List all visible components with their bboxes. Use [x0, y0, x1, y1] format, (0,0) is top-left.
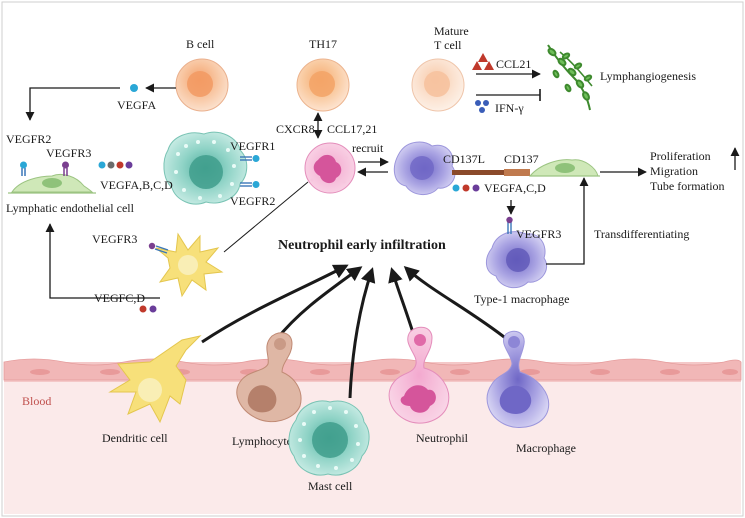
dendritic-cell-middle	[148, 232, 224, 298]
vegfa-bcd-dots-icon	[98, 161, 133, 169]
infiltration-arrow-lymphocyte	[274, 266, 363, 341]
vegfa-cd-label: VEGFA,C,D	[484, 181, 546, 195]
vegfc-d-dots-icon	[139, 305, 157, 313]
neutrophil-label: Neutrophil	[416, 431, 469, 445]
macrophage-cd137l	[393, 141, 456, 195]
migration-label: Migration	[650, 164, 698, 178]
infiltration-arrow-mast	[348, 267, 376, 399]
lymphocyte-bottom	[236, 332, 302, 422]
ccl21-label: CCL21	[496, 57, 531, 71]
b-cell-label: B cell	[186, 37, 215, 51]
ifn-gamma-dots-icon	[475, 100, 489, 113]
blood-label: Blood	[22, 394, 51, 408]
vegfr1-mast-label: VEGFR1	[230, 139, 275, 153]
mast-cell-bottom	[288, 400, 370, 476]
vegfa-top-label: VEGFA	[117, 98, 156, 112]
macrophage-label: Macrophage	[516, 441, 576, 455]
vegfa-to-endothelial-arrow	[25, 87, 120, 121]
mature-t-cell-label-1: Mature	[434, 24, 469, 38]
recruit-label: recruit	[352, 141, 384, 155]
vegfr3-dc-label: VEGFR3	[92, 232, 137, 246]
vegfcd-to-endothelial-arrow	[45, 223, 160, 299]
lymphatic-vessel-icon	[547, 44, 593, 111]
dendritic-cell-label: Dendritic cell	[102, 431, 168, 445]
b-cell: B cell	[175, 37, 229, 112]
neutrophil-dc-line	[223, 181, 309, 253]
mast-cell-upper	[163, 131, 260, 205]
mast-cell-label: Mast cell	[308, 479, 353, 493]
cd137-binding-icon	[452, 169, 530, 176]
vegfr3-mac-label: VEGFR3	[516, 227, 561, 241]
ccl17-21-label: CCL17,21	[327, 122, 377, 136]
neutrophil-bottom	[388, 326, 450, 424]
lymphocyte-label: Lymphocyte	[232, 434, 292, 448]
lymphatic-endothelial-cell-label: Lymphatic endothelial cell	[6, 201, 135, 215]
macrophage-bottom	[486, 330, 550, 428]
transdifferentiating-label: Transdifferentiating	[594, 227, 689, 241]
vegfa-cd-dots-icon	[452, 184, 480, 192]
vegfr3-left-label: VEGFR3	[46, 146, 91, 160]
vegfr2-left-label: VEGFR2	[6, 132, 51, 146]
dendritic-cell-bottom	[108, 335, 202, 424]
lymphangiogenesis-label: Lymphangiogenesis	[600, 69, 696, 83]
transdifferentiating-arrow	[546, 177, 589, 265]
tube-formation-label: Tube formation	[650, 179, 725, 193]
lymphatic-endothelial-cell	[8, 161, 96, 194]
ccl21-triangles-icon	[472, 53, 494, 70]
infiltration-arrow-dc	[201, 264, 349, 344]
vegfr2-mast-label: VEGFR2	[230, 194, 275, 208]
endothelial-cell-right	[528, 159, 600, 177]
proliferation-label: Proliferation	[650, 149, 711, 163]
cd137l-label: CD137L	[443, 152, 485, 166]
mature-t-cell-label-2: T cell	[434, 38, 462, 52]
vegfa-dot-icon	[130, 84, 138, 92]
vegfa-bcd-label: VEGFA,B,C,D	[100, 178, 173, 192]
th17-cell: TH17	[296, 37, 350, 112]
infiltration-arrow-macrophage	[403, 265, 509, 342]
type1-macrophage	[486, 216, 548, 289]
cxcr8-label: CXCR8	[276, 122, 315, 136]
th17-label: TH17	[309, 37, 337, 51]
type1-macrophage-label: Type-1 macrophage	[474, 292, 569, 306]
infiltration-arrows	[201, 264, 509, 399]
neutrophil-central	[304, 142, 356, 194]
neutrophil-early-infiltration-title: Neutrophil early infiltration	[278, 238, 446, 253]
blood-vessel: Blood	[3, 358, 742, 514]
infiltration-arrow-neutrophil	[388, 267, 416, 337]
mature-t-cell: Mature T cell	[411, 24, 469, 112]
ifn-gamma-label: IFN-γ	[495, 101, 524, 115]
cd137-label: CD137	[504, 152, 539, 166]
